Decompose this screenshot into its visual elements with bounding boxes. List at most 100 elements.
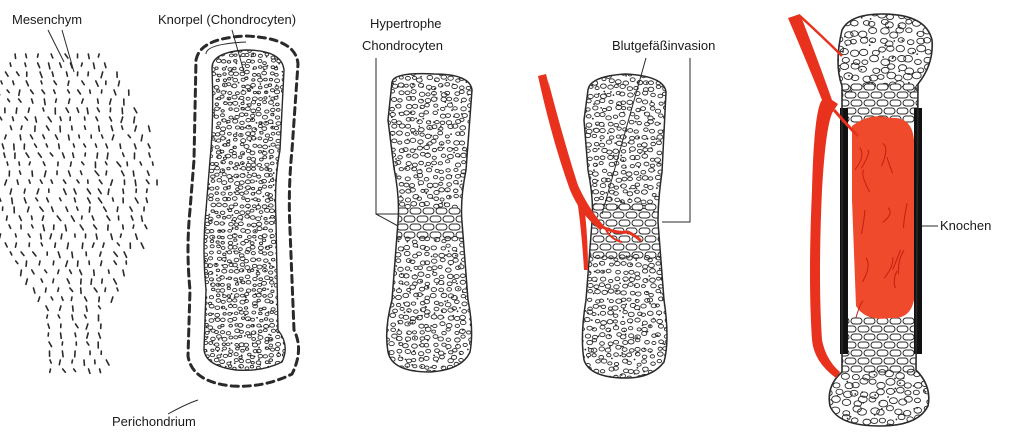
mesenchymal-cell xyxy=(52,207,54,211)
chondrocyte xyxy=(209,120,212,123)
chondrocyte xyxy=(280,217,285,221)
mesenchymal-cell xyxy=(105,288,106,291)
chondrocyte xyxy=(628,93,634,97)
chondrocyte xyxy=(280,324,285,328)
hypertrophic-chondrocyte xyxy=(858,326,869,332)
chondrocyte xyxy=(215,211,218,214)
chondrocyte xyxy=(203,131,207,134)
chondrocyte xyxy=(620,335,626,339)
chondrocyte xyxy=(417,293,422,297)
chondrocyte xyxy=(252,311,256,314)
chondrocyte xyxy=(215,173,219,176)
hypertrophic-chondrocyte xyxy=(877,318,888,324)
chondrocyte xyxy=(642,100,647,104)
chondrocyte xyxy=(244,113,248,116)
chondrocyte xyxy=(235,92,239,95)
chondrocyte xyxy=(433,272,437,275)
mesenchymal-cell xyxy=(117,288,118,291)
mesenchymal-cell xyxy=(77,207,78,210)
chondrocyte xyxy=(274,90,279,94)
chondrocyte xyxy=(663,283,668,287)
chondrocyte xyxy=(475,120,481,124)
chondrocyte xyxy=(466,188,470,191)
chondrocyte xyxy=(431,139,436,143)
mesenchymal-cell xyxy=(89,369,90,373)
chondrocyte xyxy=(600,156,605,160)
chondrocyte xyxy=(452,280,456,283)
chondrocyte xyxy=(257,265,262,269)
chondrocyte xyxy=(649,263,655,267)
chondrocyte xyxy=(474,266,478,269)
chondrocyte xyxy=(257,324,261,327)
chondrocyte xyxy=(263,295,267,298)
chondrocyte xyxy=(245,348,248,350)
chondrocyte xyxy=(425,99,431,103)
chondrocyte xyxy=(216,241,219,243)
mesenchymal-cell xyxy=(104,207,107,211)
mesenchymal-cell xyxy=(114,279,117,284)
chondrocyte xyxy=(416,78,422,82)
mesenchymal-cell xyxy=(19,162,20,165)
mesenchymal-cell xyxy=(19,90,20,95)
mesenchymal-cell xyxy=(84,126,85,129)
chondrocyte xyxy=(281,142,286,146)
chondrocyte xyxy=(601,359,607,363)
chondrocyte xyxy=(629,278,634,282)
chondrocyte xyxy=(652,193,656,196)
chondrocyte xyxy=(257,175,261,178)
chondrocyte xyxy=(264,218,267,221)
hypertrophic-chondrocyte xyxy=(475,224,486,230)
chondrocyte xyxy=(241,229,246,233)
epiphyseal-cell xyxy=(860,378,868,384)
chondrocyte xyxy=(441,154,445,157)
hypertrophic-chondrocyte xyxy=(851,366,862,372)
mesenchymal-cell xyxy=(107,216,110,220)
chondrocyte xyxy=(420,133,424,136)
chondrocyte xyxy=(474,183,478,186)
mesenchymal-cell xyxy=(82,162,84,165)
chondrocyte xyxy=(252,73,256,76)
chondrocyte xyxy=(210,353,214,356)
chondrocyte xyxy=(209,319,214,323)
chondrocyte xyxy=(391,245,396,248)
chondrocyte xyxy=(258,125,262,128)
chondrocyte xyxy=(447,254,451,257)
chondrocyte xyxy=(208,128,212,131)
chondrocyte xyxy=(234,60,237,63)
chondrocyte xyxy=(477,127,481,130)
hypertrophic-chondrocyte xyxy=(910,92,921,98)
mesenchymal-cell xyxy=(28,207,29,212)
chondrocyte xyxy=(614,340,619,344)
chondrocyte xyxy=(655,158,661,162)
chondrocyte xyxy=(624,271,628,274)
mesenchymal-cell xyxy=(55,243,56,247)
chondrocyte xyxy=(283,240,286,243)
chondrocyte xyxy=(223,73,226,76)
hypertrophic-chondrocyte xyxy=(884,358,895,364)
mesenchymal-cell xyxy=(72,360,73,363)
mesenchymal-cell xyxy=(114,90,116,95)
mesenchymal-cell xyxy=(73,306,74,311)
chondrocyte xyxy=(226,332,231,335)
hypertrophic-chondrocyte xyxy=(423,208,434,214)
chondrocyte xyxy=(658,130,663,134)
chondrocyte xyxy=(235,115,239,118)
mesenchymal-cell xyxy=(38,63,40,68)
chondrocyte xyxy=(473,331,478,335)
chondrocyte xyxy=(461,335,465,338)
mesenchymal-cell xyxy=(149,126,150,131)
epiphyseal-cell xyxy=(833,383,840,388)
chondrocyte xyxy=(599,162,603,165)
chondrocyte xyxy=(629,270,634,274)
epiphyseal-cell xyxy=(907,428,914,433)
chondrocyte xyxy=(470,371,474,374)
chondrocyte xyxy=(391,98,396,102)
chondrocyte xyxy=(602,290,608,294)
mesenchymal-cell xyxy=(66,72,67,76)
chondrocyte xyxy=(586,115,591,118)
chondrocyte xyxy=(238,248,242,251)
mesenchymal-cell xyxy=(66,108,69,112)
mesenchymal-cell xyxy=(99,180,102,184)
chondrocyte xyxy=(427,75,433,79)
chondrocyte xyxy=(650,107,655,110)
